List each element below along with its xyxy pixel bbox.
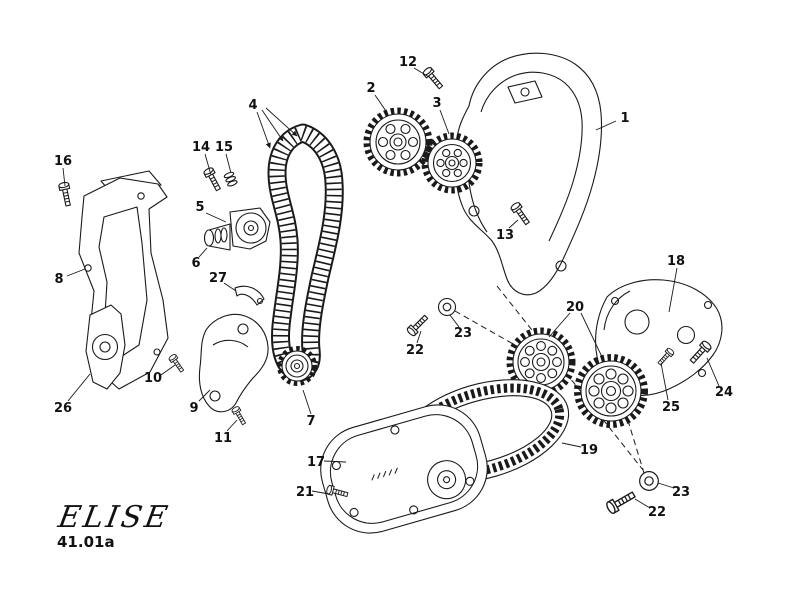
bolt-12 bbox=[421, 65, 446, 92]
camshaft-pulley-2 bbox=[363, 107, 433, 177]
bolt-22-lower bbox=[604, 488, 638, 516]
belt-tensioner-5 bbox=[203, 207, 271, 251]
callout-23-upper[interactable]: 23 bbox=[454, 326, 472, 341]
crankshaft-sprocket-7 bbox=[277, 346, 317, 386]
support-bracket-9 bbox=[198, 313, 269, 413]
callout-23-lower[interactable]: 23 bbox=[672, 485, 690, 500]
page-code: 41.01a bbox=[57, 533, 115, 551]
callout-2[interactable]: 2 bbox=[366, 81, 375, 96]
lower-backing-panel-26 bbox=[85, 304, 126, 390]
callout-25[interactable]: 25 bbox=[662, 400, 680, 415]
bolt-10 bbox=[167, 353, 186, 374]
callout-7[interactable]: 7 bbox=[306, 414, 315, 429]
bolt-22-upper bbox=[405, 312, 431, 338]
callout-9[interactable]: 9 bbox=[189, 401, 198, 416]
callout-19[interactable]: 19 bbox=[580, 443, 598, 458]
brand-logo: ELISE bbox=[55, 500, 173, 535]
callout-6[interactable]: 6 bbox=[191, 256, 200, 271]
callout-15[interactable]: 15 bbox=[215, 140, 233, 155]
callout-18[interactable]: 18 bbox=[667, 254, 685, 269]
callout-22-upper[interactable]: 22 bbox=[406, 343, 424, 358]
rear-timing-cover-1 bbox=[454, 52, 603, 296]
callout-13[interactable]: 13 bbox=[496, 228, 514, 243]
callout-24[interactable]: 24 bbox=[715, 385, 733, 400]
callout-8[interactable]: 8 bbox=[54, 272, 63, 287]
callout-27[interactable]: 27 bbox=[209, 271, 227, 286]
washer-23-upper bbox=[437, 297, 457, 317]
callout-4[interactable]: 4 bbox=[248, 98, 257, 113]
callout-1[interactable]: 1 bbox=[620, 111, 629, 126]
callout-17[interactable]: 17 bbox=[307, 455, 325, 470]
timing-belt-4 bbox=[267, 123, 344, 382]
callout-11[interactable]: 11 bbox=[214, 431, 232, 446]
callout-22-lower[interactable]: 22 bbox=[648, 505, 666, 520]
bolt-14 bbox=[202, 166, 224, 193]
curved-link-27 bbox=[234, 285, 265, 306]
cam-pulley-20-right bbox=[574, 354, 648, 428]
callout-12[interactable]: 12 bbox=[399, 55, 417, 70]
bolt-11 bbox=[230, 405, 248, 427]
embossed-logo-marks bbox=[371, 467, 398, 481]
washer-23-lower bbox=[639, 471, 659, 491]
leader-lines bbox=[62, 67, 720, 509]
callout-14[interactable]: 14 bbox=[192, 140, 210, 155]
callout-16[interactable]: 16 bbox=[54, 154, 72, 169]
spring-washer-15 bbox=[223, 171, 238, 187]
callout-21[interactable]: 21 bbox=[296, 485, 314, 500]
callout-labels: 1 2 3 4 5 6 7 8 9 10 11 12 13 14 15 16 1… bbox=[54, 55, 733, 520]
callout-26[interactable]: 26 bbox=[54, 401, 72, 416]
bolt-16 bbox=[57, 181, 74, 208]
callout-20[interactable]: 20 bbox=[566, 300, 584, 315]
callout-3[interactable]: 3 bbox=[432, 96, 441, 111]
camshaft-pulley-3 bbox=[421, 132, 483, 194]
callout-5[interactable]: 5 bbox=[195, 200, 204, 215]
callout-10[interactable]: 10 bbox=[144, 371, 162, 386]
belt-cover-17 bbox=[320, 404, 488, 534]
